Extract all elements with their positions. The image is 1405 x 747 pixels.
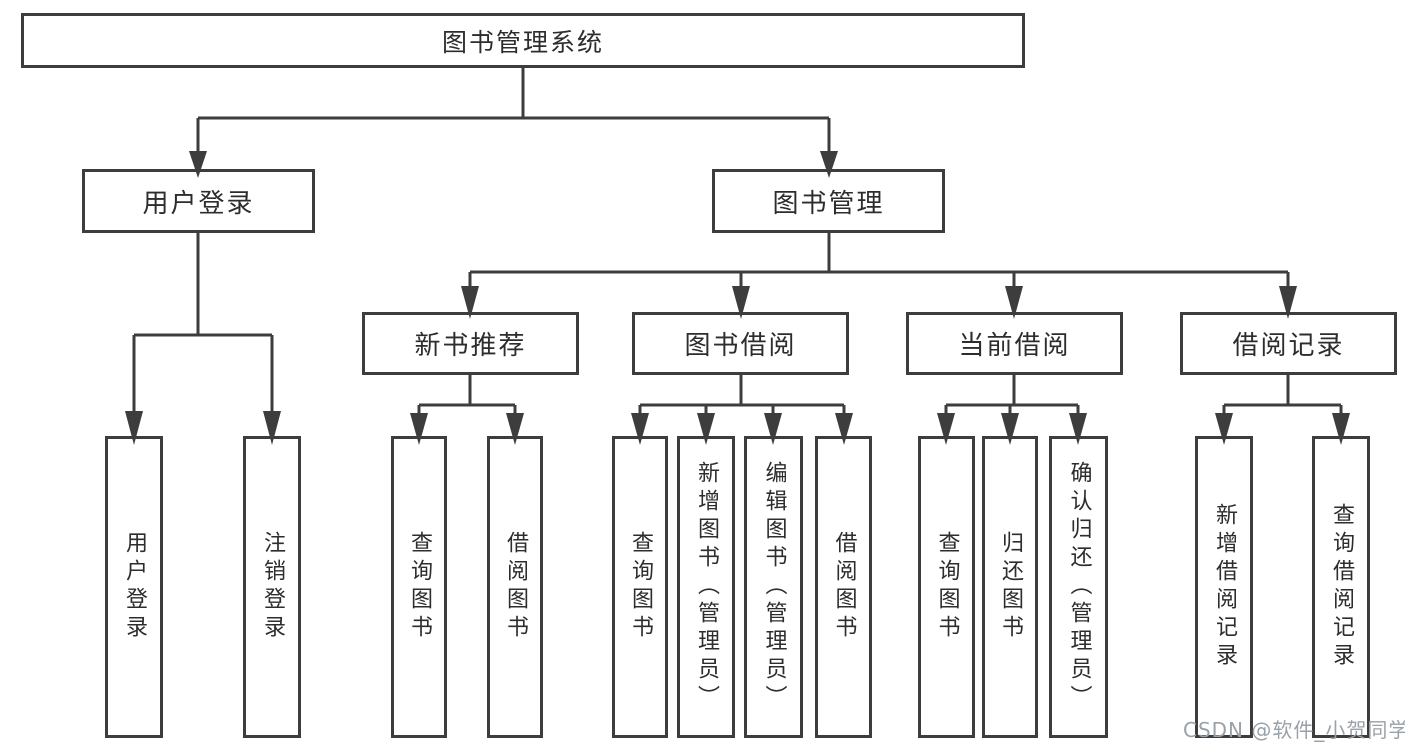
node-new-book-recommend-label: 新书推荐 xyxy=(414,331,527,361)
leaf-confirm-return-admin-label: 确认归还（管理员） xyxy=(1066,461,1092,713)
leaf-query-borrow-record-label: 查询借阅记录 xyxy=(1329,503,1354,671)
connector-root-to-level2 xyxy=(189,68,838,178)
node-book-borrowing: 图书借阅 xyxy=(632,312,849,375)
node-book-management-branch: 图书管理 xyxy=(712,169,945,233)
node-current-borrowing: 当前借阅 xyxy=(906,312,1123,375)
leaf-add-books-admin: 新增图书（管理员） xyxy=(677,436,735,738)
node-user-login-label: 用户登录 xyxy=(142,188,255,219)
leaf-recommend-borrow-books-label: 借阅图书 xyxy=(503,531,528,643)
leaf-borrow-books: 借阅图书 xyxy=(815,436,872,738)
leaf-add-books-admin-label: 新增图书（管理员） xyxy=(694,461,719,713)
leaf-logout: 注销登录 xyxy=(243,436,301,738)
leaf-query-borrow-record: 查询借阅记录 xyxy=(1312,436,1370,738)
node-user-login-branch: 用户登录 xyxy=(82,169,315,233)
leaf-return-books: 归还图书 xyxy=(982,436,1038,738)
node-current-borrowing-label: 当前借阅 xyxy=(958,331,1071,361)
connector-new-book-recommend-to-leaves xyxy=(410,375,524,445)
leaf-logout-label: 注销登录 xyxy=(260,531,285,643)
node-new-book-recommend: 新书推荐 xyxy=(362,312,579,375)
connector-borrowing-records-to-leaves xyxy=(1215,375,1350,445)
node-book-borrowing-label: 图书借阅 xyxy=(684,331,797,361)
leaf-return-books-label: 归还图书 xyxy=(998,531,1023,643)
leaf-current-query-books-label: 查询图书 xyxy=(934,531,960,643)
leaf-user-login: 用户登录 xyxy=(105,436,163,738)
node-borrowing-records-label: 借阅记录 xyxy=(1232,331,1345,361)
connector-user-login-to-leaves xyxy=(125,233,281,445)
connector-book-borrowing-to-leaves xyxy=(631,375,853,445)
node-book-management-label: 图书管理 xyxy=(772,188,885,219)
node-root-label: 图书管理系统 xyxy=(441,27,604,57)
leaf-add-borrow-record: 新增借阅记录 xyxy=(1195,436,1253,738)
leaf-edit-books-admin-label: 编辑图书（管理员） xyxy=(761,461,787,713)
csdn-watermark: CSDN @软件_小贺同学 xyxy=(1183,718,1405,742)
leaf-confirm-return-admin: 确认归还（管理员） xyxy=(1049,436,1108,738)
connector-book-management-to-modules xyxy=(461,233,1297,319)
leaf-borrowing-query-books-label: 查询图书 xyxy=(628,531,653,643)
leaf-borrow-books-label: 借阅图书 xyxy=(831,531,857,643)
leaf-edit-books-admin: 编辑图书（管理员） xyxy=(744,436,803,738)
leaf-user-login-label: 用户登录 xyxy=(122,531,147,643)
leaf-recommend-query-books: 查询图书 xyxy=(391,436,447,738)
node-borrowing-records: 借阅记录 xyxy=(1180,312,1397,375)
leaf-recommend-query-books-label: 查询图书 xyxy=(407,531,432,643)
leaf-recommend-borrow-books: 借阅图书 xyxy=(487,436,543,738)
leaf-add-borrow-record-label: 新增借阅记录 xyxy=(1212,503,1237,671)
node-root-system: 图书管理系统 xyxy=(21,13,1025,68)
connector-current-borrowing-to-leaves xyxy=(937,375,1087,445)
leaf-borrowing-query-books: 查询图书 xyxy=(612,436,668,738)
leaf-current-query-books: 查询图书 xyxy=(918,436,975,738)
